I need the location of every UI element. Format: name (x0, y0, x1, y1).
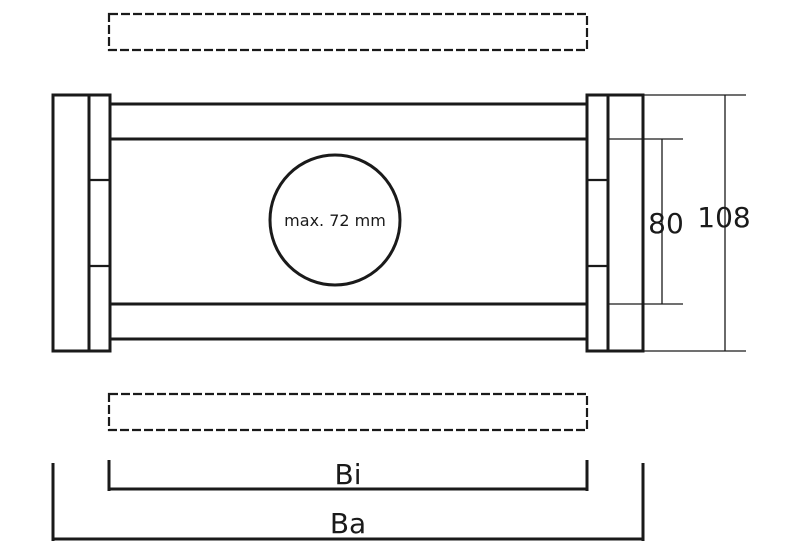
bottom-cover-plate (107, 392, 589, 432)
cable-opening-circle (268, 153, 402, 287)
inner-width-label: Bi (335, 458, 362, 491)
outer-height-dimension (643, 94, 746, 352)
outer-width-dimension (51, 463, 645, 541)
outer-width-label: Ba (330, 507, 366, 540)
inner-height-dimension (608, 138, 683, 305)
upper-crossbar (110, 102, 587, 141)
top-cover-plate (107, 12, 589, 52)
outer-height-label: 108 (697, 201, 750, 234)
inner-width-dimension (107, 460, 589, 491)
inner-height-label: 80 (648, 207, 684, 240)
opening-label: max. 72 mm (284, 211, 386, 230)
lower-crossbar (110, 302, 587, 341)
left-side-plate (51, 93, 112, 353)
right-side-plate (585, 93, 645, 353)
